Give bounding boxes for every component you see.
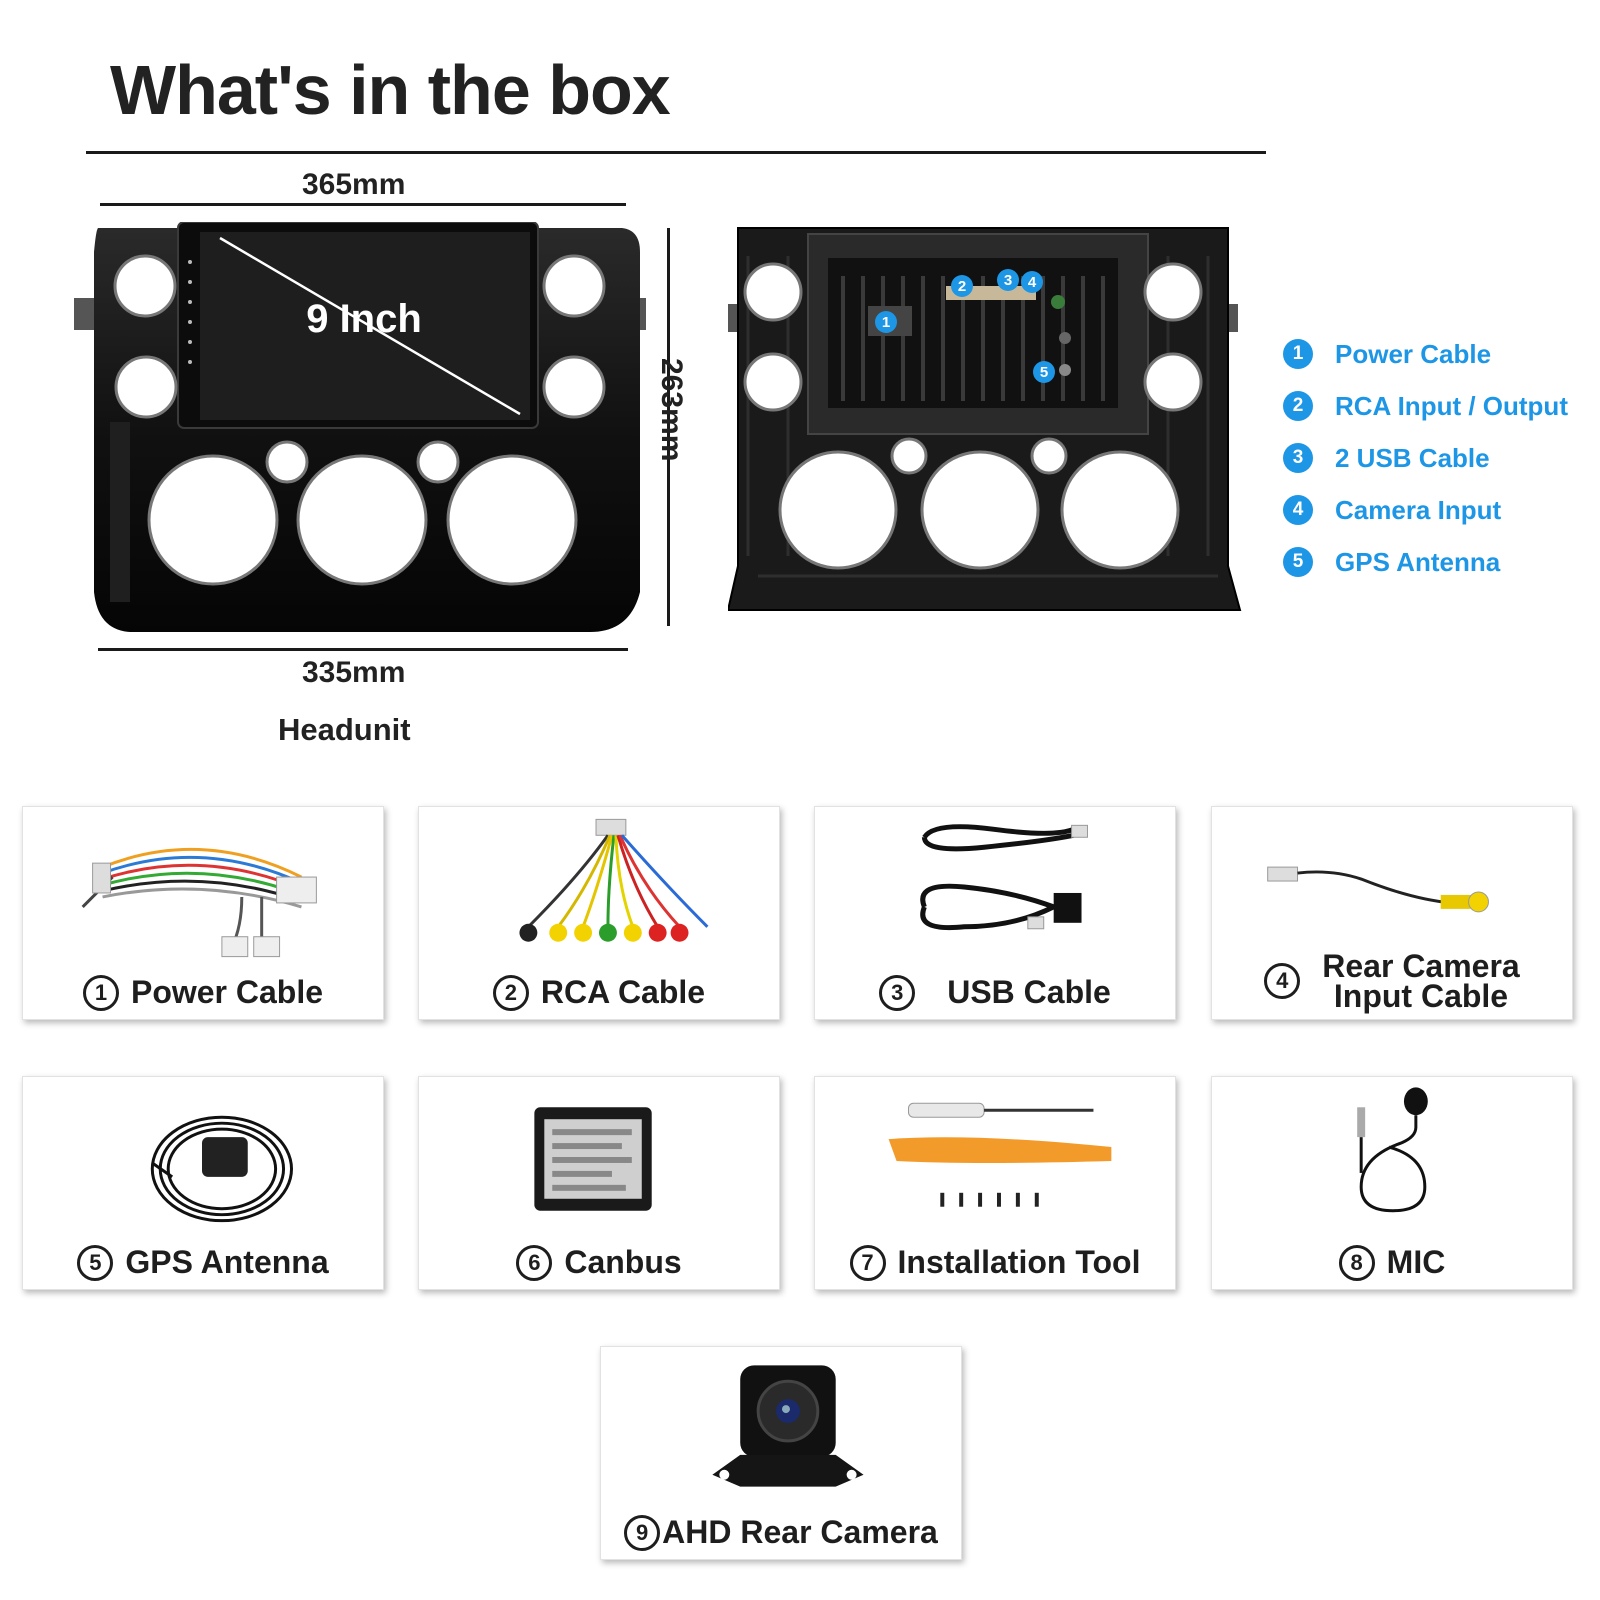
item-name: GPS Antenna: [125, 1244, 329, 1280]
rear-marker-2: 2: [958, 278, 966, 295]
legend-item: 5 GPS Antenna: [1283, 536, 1568, 588]
item-card-rear-camera-input-cable: 4 Rear Camera Input Cable: [1211, 806, 1573, 1020]
headunit-rear-image: 1 2 3 4 5: [728, 227, 1242, 611]
item-label: 2 RCA Cable: [419, 974, 779, 1011]
legend-label: Power Cable: [1335, 338, 1492, 369]
legend-number: 1: [1283, 339, 1313, 369]
item-label: 5 GPS Antenna: [23, 1244, 383, 1281]
ahd-rear-camera-image: [712, 1365, 864, 1487]
item-name: MIC: [1386, 1244, 1446, 1280]
item-name: AHD Rear Camera: [662, 1514, 938, 1550]
item-number: 3: [879, 974, 916, 1011]
legend-label: RCA Input / Output: [1335, 390, 1568, 421]
legend-number: 4: [1283, 495, 1313, 525]
item-label: 1 Power Cable: [23, 974, 383, 1011]
item-card-mic: 8 MIC: [1211, 1076, 1573, 1290]
rear-marker-3: 3: [1004, 272, 1012, 289]
item-name-line1: Rear Camera: [1322, 948, 1520, 984]
item-card-power-cable: 1 Power Cable: [22, 806, 384, 1020]
legend-label: Camera Input: [1335, 494, 1502, 525]
power-cable-image: [81, 847, 317, 958]
port-legend: 1 Power Cable 2 RCA Input / Output 3 2 U…: [1283, 328, 1568, 588]
top-width-label: 365mm: [302, 168, 406, 201]
item-number: 6: [516, 1244, 553, 1281]
item-label: 9 AHD Rear Camera: [601, 1514, 961, 1551]
item-card-installation-tool: 7 Installation Tool: [814, 1076, 1176, 1290]
item-card-gps-antenna: 5 GPS Antenna: [22, 1076, 384, 1290]
legend-number: 3: [1283, 443, 1313, 473]
bottom-width-label: 335mm: [302, 656, 406, 689]
mic-image: [1357, 1087, 1428, 1213]
item-label: 6 Canbus: [419, 1244, 779, 1281]
legend-item: 4 Camera Input: [1283, 484, 1568, 536]
rca-cable-image: [519, 818, 709, 942]
item-number: 4: [1264, 963, 1301, 999]
usb-cable-image: [920, 824, 1088, 931]
bottom-width-line: [98, 648, 628, 651]
headunit-front-image: 9 Inch: [74, 222, 646, 632]
canbus-image: [534, 1107, 652, 1211]
item-name-line2: Input Cable: [1333, 978, 1509, 1014]
installation-tool-image: [888, 1102, 1112, 1207]
camera-input-cable-image: [1267, 866, 1489, 913]
item-card-rca-cable: 2 RCA Cable: [418, 806, 780, 1020]
legend-label: GPS Antenna: [1335, 546, 1501, 577]
item-number: 8: [1338, 1244, 1375, 1281]
height-label: 263mm: [655, 358, 688, 462]
item-card-ahd-rear-camera: 9 AHD Rear Camera: [600, 1346, 962, 1560]
item-label: 4 Rear Camera Input Cable: [1212, 948, 1572, 1014]
rear-marker-4: 4: [1028, 274, 1037, 291]
screen-size-label: 9 Inch: [306, 297, 422, 341]
legend-label: 2 USB Cable: [1335, 442, 1490, 473]
legend-number: 5: [1283, 547, 1313, 577]
item-label: 8 MIC: [1212, 1244, 1572, 1281]
rear-marker-5: 5: [1040, 364, 1048, 381]
item-number: 5: [77, 1244, 114, 1281]
item-name: RCA Cable: [540, 974, 706, 1010]
item-name: USB Cable: [947, 974, 1111, 1010]
height-line: [667, 228, 670, 626]
page-title: What's in the box: [110, 51, 671, 129]
headunit-label: Headunit: [278, 712, 411, 747]
legend-number: 2: [1283, 391, 1313, 421]
legend-item: 2 RCA Input / Output: [1283, 380, 1568, 432]
item-name: Power Cable: [130, 974, 324, 1010]
legend-item: 1 Power Cable: [1283, 328, 1568, 380]
item-label: 3 USB Cable: [815, 974, 1175, 1011]
item-number: 7: [849, 1244, 886, 1281]
item-name: Installation Tool: [897, 1244, 1141, 1280]
gps-antenna-image: [150, 1115, 293, 1223]
legend-item: 3 2 USB Cable: [1283, 432, 1568, 484]
item-card-canbus: 6 Canbus: [418, 1076, 780, 1290]
title-divider: [86, 151, 1266, 154]
item-number: 1: [82, 974, 119, 1011]
item-number: 9: [624, 1514, 661, 1551]
top-width-line: [100, 203, 626, 206]
item-name: Canbus: [564, 1244, 682, 1280]
rear-marker-1: 1: [882, 314, 890, 331]
item-number: 2: [492, 974, 529, 1011]
item-label: 7 Installation Tool: [815, 1244, 1175, 1281]
item-card-usb-cable: 3 USB Cable: [814, 806, 1176, 1020]
